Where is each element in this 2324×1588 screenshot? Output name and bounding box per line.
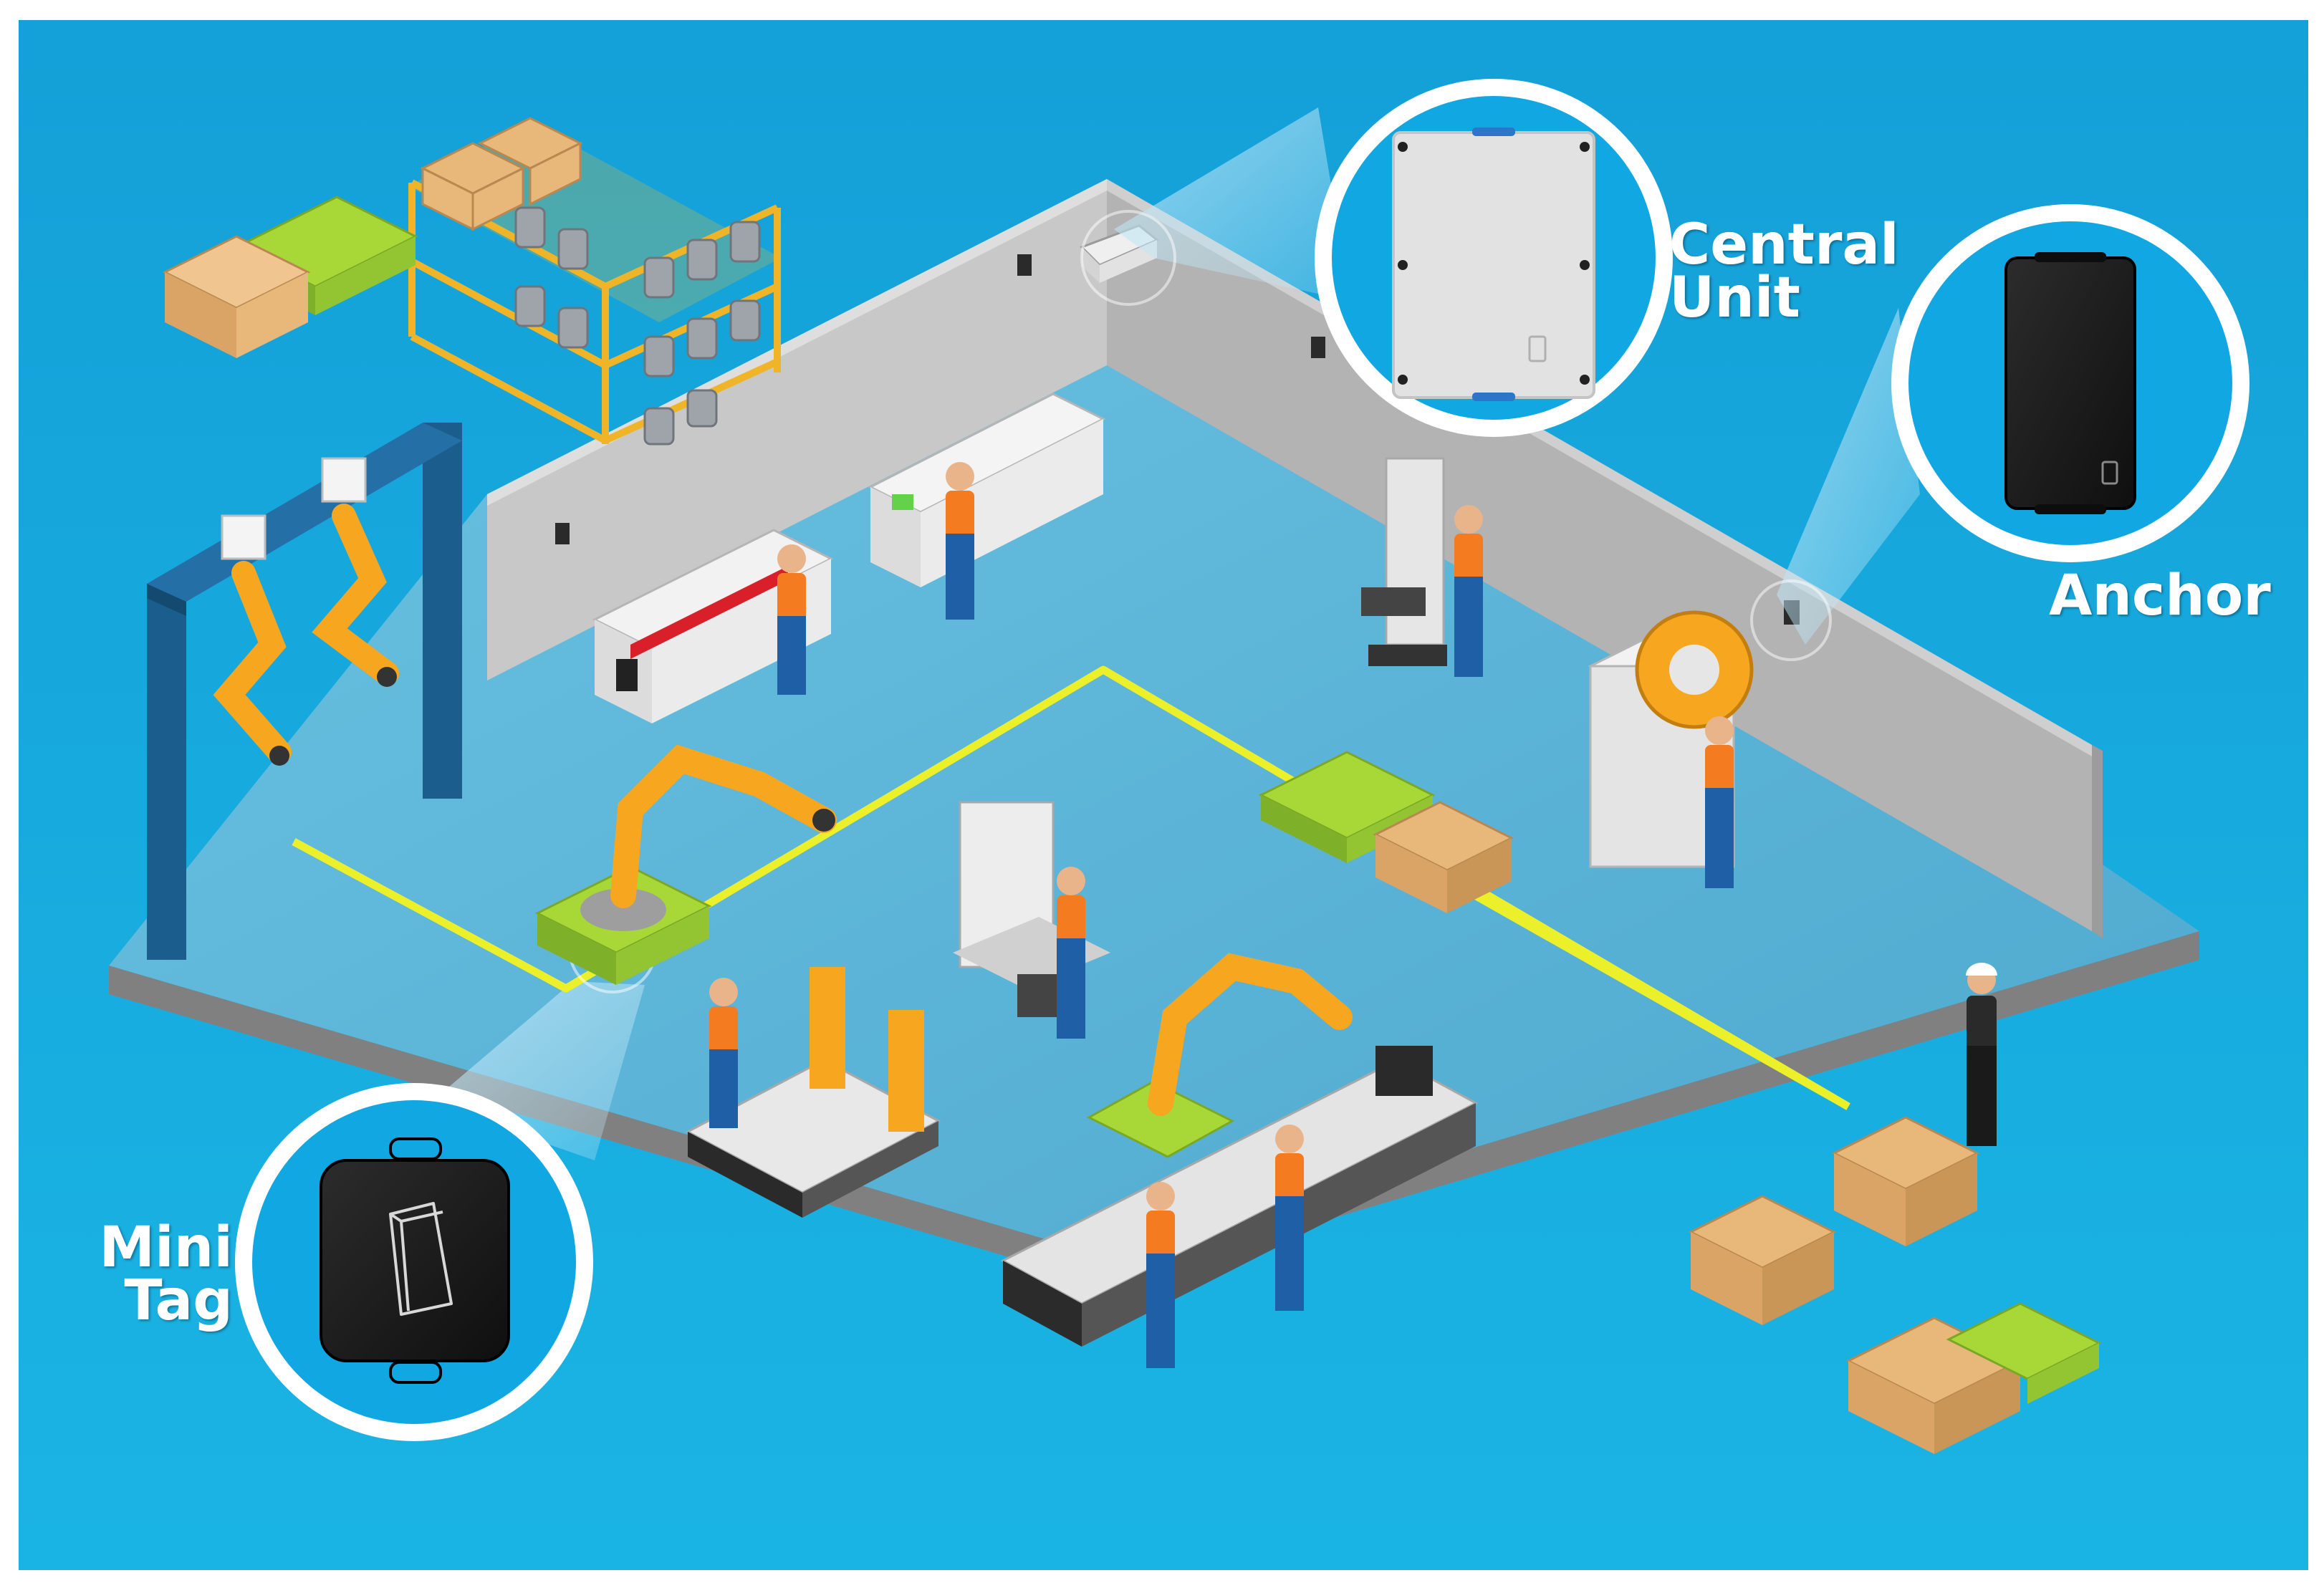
beam-central-unit <box>1114 107 1350 301</box>
beam-anchor <box>1777 308 1920 645</box>
storage-rack <box>408 117 781 446</box>
robot-arm-agv-left <box>534 744 837 985</box>
highlight-anchor <box>1750 579 1832 661</box>
worker-7 <box>1146 1182 1175 1368</box>
agv-top-left <box>162 196 418 358</box>
anchor-on-wall-3 <box>1311 337 1325 358</box>
mini-tag-device-icon <box>320 1137 510 1384</box>
callout-mini-tag <box>235 1083 593 1441</box>
callout-anchor <box>1891 204 2249 562</box>
mini-tag-label: Mini Tag <box>99 1216 233 1333</box>
machine-drill-press <box>1361 457 1447 666</box>
agv-middle <box>1258 751 1514 913</box>
worker-4 <box>1705 716 1734 888</box>
back-wall-left <box>487 179 1107 680</box>
anchor-on-wall-2 <box>555 523 570 544</box>
anchor-on-wall-1 <box>1017 254 1032 276</box>
central-unit-device-icon <box>1392 127 1595 401</box>
gantry-robot <box>147 423 462 960</box>
worker-6 <box>709 978 738 1128</box>
pallets-boxes <box>1688 1116 2102 1454</box>
worker-1 <box>777 544 806 695</box>
worker-2 <box>946 462 974 620</box>
worker-5 <box>1057 867 1085 1039</box>
highlight-central-unit <box>1080 210 1176 306</box>
anchor-device-icon <box>2004 252 2136 514</box>
anchor-label: Anchor <box>2049 564 2271 628</box>
workers <box>709 462 1997 1368</box>
central-unit-label: Central Unit <box>1669 213 1899 330</box>
worker-8 <box>1275 1125 1304 1311</box>
callout-central-unit <box>1315 79 1673 437</box>
machine-cnc-router <box>685 967 941 1218</box>
supervisor <box>1966 963 1997 1146</box>
worker-3 <box>1454 505 1483 677</box>
